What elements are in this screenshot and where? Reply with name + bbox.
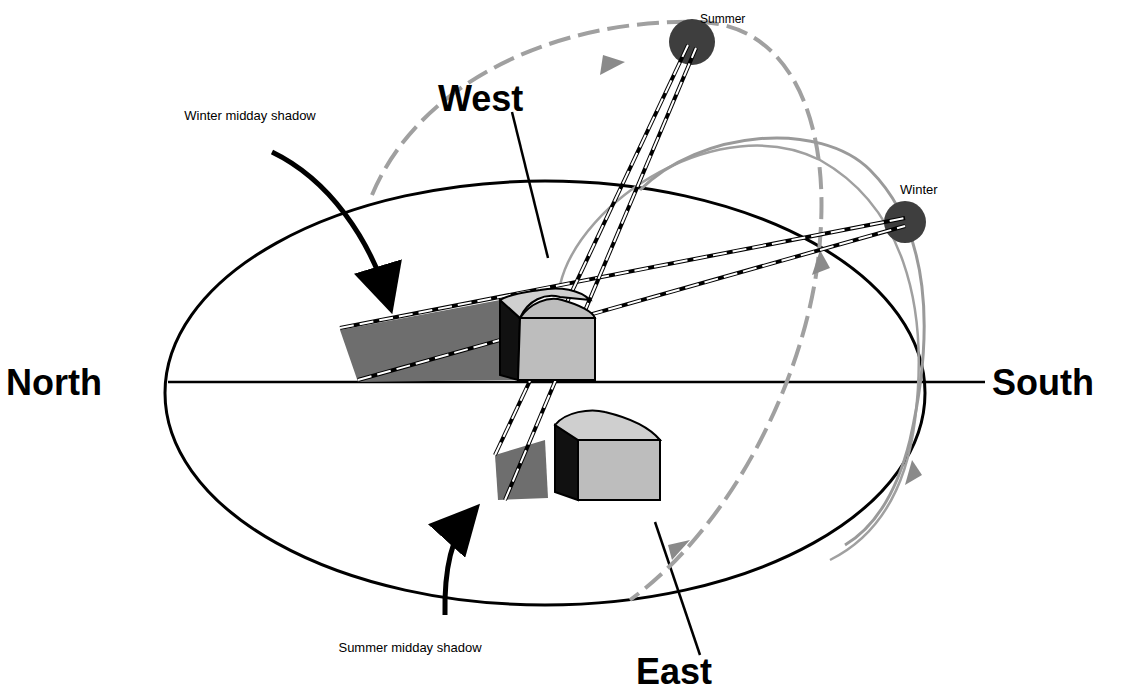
- summer-sun-rays: [495, 45, 696, 500]
- house-winter: [500, 288, 595, 380]
- sun-label: Winter: [900, 182, 980, 198]
- summer-shadow: [495, 440, 548, 500]
- direction-label: South: [992, 360, 1137, 405]
- shadow-label: Summer midday shadow: [335, 640, 485, 656]
- direction-label: West: [438, 76, 568, 121]
- shadow-label: Winter midday shadow: [180, 108, 320, 124]
- west-leader: [512, 112, 548, 258]
- summer-shadow-arrow: [445, 515, 470, 615]
- north-south-axis: [168, 381, 985, 384]
- direction-label: North: [6, 360, 156, 405]
- winter-sun-path: [640, 138, 924, 545]
- summer-path-rim: [560, 146, 919, 560]
- sun-label: Summer: [700, 12, 780, 27]
- house-summer: [555, 411, 660, 500]
- winter-sun-rays: [340, 218, 905, 380]
- direction-label: East: [636, 649, 766, 694]
- winter-shadow-arrow: [272, 152, 388, 300]
